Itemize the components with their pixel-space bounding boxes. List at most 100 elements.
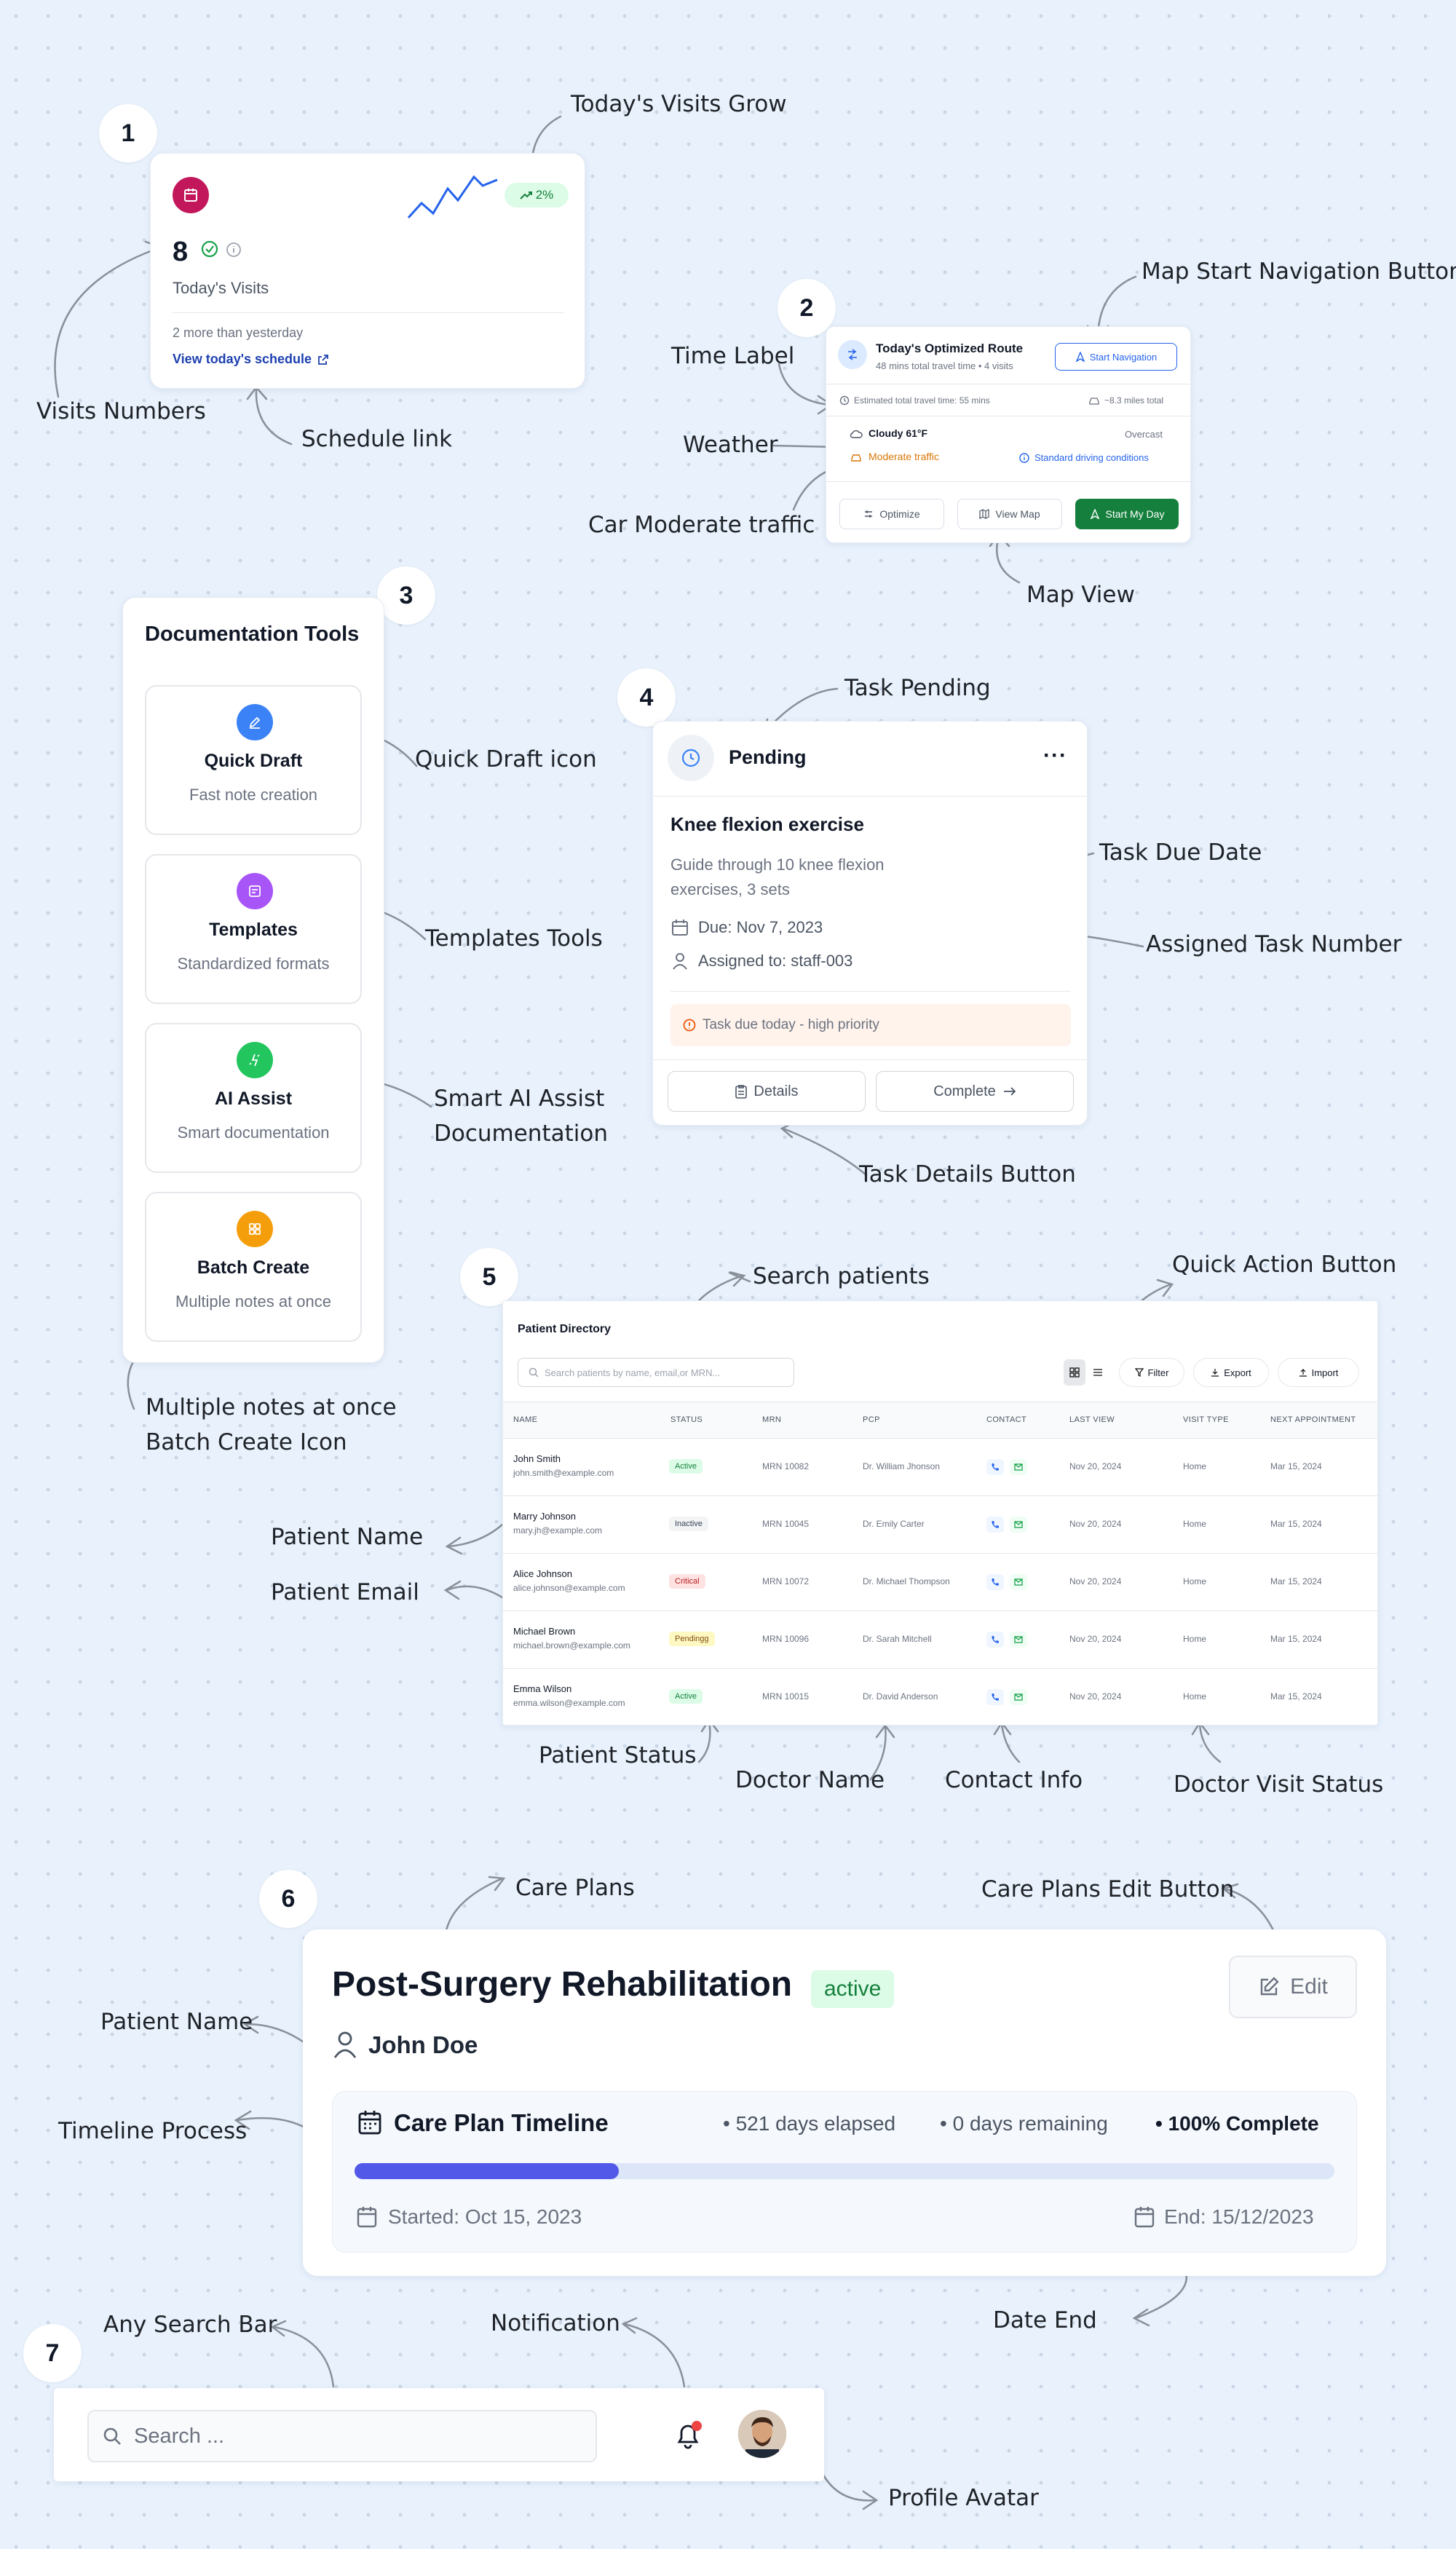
quick-draft-tool[interactable]: Quick Draft Fast note creation xyxy=(145,685,362,835)
care-plan-edit-button[interactable]: Edit xyxy=(1229,1956,1357,2018)
visit-type: Home xyxy=(1183,1461,1207,1471)
template-icon xyxy=(237,873,273,909)
phone-icon[interactable] xyxy=(986,1574,1004,1590)
phone-icon[interactable] xyxy=(986,1689,1004,1705)
progress-track xyxy=(355,2163,1334,2179)
start-date: Started: Oct 15, 2023 xyxy=(388,2205,582,2228)
start-my-day-button[interactable]: Start My Day xyxy=(1075,499,1179,529)
annotation-label: Doctor Visit Status xyxy=(1174,1771,1384,1798)
download-icon xyxy=(1211,1369,1219,1377)
alert-circle-icon xyxy=(683,1019,696,1032)
annotation-label: Patient Name xyxy=(100,2009,253,2035)
patient-directory-card: Patient Directory Search patients by nam… xyxy=(502,1300,1379,1726)
mail-icon[interactable] xyxy=(1010,1517,1027,1533)
table-header: NAME STATUS MRN PCP CONTACT LAST VIEW VI… xyxy=(503,1402,1377,1438)
phone-icon[interactable] xyxy=(986,1517,1004,1533)
import-button[interactable]: Import xyxy=(1278,1358,1359,1387)
annotation-label: Profile Avatar xyxy=(888,2485,1039,2511)
mail-icon[interactable] xyxy=(1010,1689,1027,1705)
more-options-icon[interactable]: ··· xyxy=(1043,743,1067,767)
batch-create-tool[interactable]: Batch Create Multiple notes at once xyxy=(145,1192,362,1342)
info-icon[interactable] xyxy=(225,241,242,258)
patient-name[interactable]: John Smith xyxy=(513,1453,561,1464)
weather-label: Cloudy 61°F xyxy=(869,427,928,439)
patient-pcp: Dr. Sarah Mitchell xyxy=(863,1634,932,1644)
mail-icon[interactable] xyxy=(1010,1459,1027,1475)
patient-name[interactable]: Marry Johnson xyxy=(513,1511,576,1522)
route-card: Today's Optimized Route 48 mins total tr… xyxy=(826,326,1191,543)
complete-button[interactable]: Complete xyxy=(876,1071,1074,1112)
annotation-label: Patient Name xyxy=(271,1524,424,1550)
patient-email: john.smith@example.com xyxy=(513,1468,614,1478)
patient-name[interactable]: Alice Johnson xyxy=(513,1568,572,1579)
calendar-icon xyxy=(672,920,688,936)
search-input[interactable]: Search ... xyxy=(87,2410,597,2462)
visits-label: Today's Visits xyxy=(173,279,269,297)
annotation-label: Task Pending xyxy=(844,675,991,701)
notification-bell-icon[interactable] xyxy=(670,2417,706,2454)
calendar-icon xyxy=(357,2207,377,2228)
annotation-label: Map View xyxy=(1026,582,1135,608)
start-navigation-button[interactable]: Start Navigation xyxy=(1055,343,1177,371)
profile-avatar[interactable] xyxy=(738,2410,786,2458)
external-link-icon xyxy=(318,354,328,365)
annotation-label: Search patients xyxy=(753,1263,930,1289)
divider xyxy=(670,991,1071,992)
navigation-icon xyxy=(1075,352,1085,362)
clock-icon xyxy=(839,395,850,406)
view-schedule-link[interactable]: View today's schedule xyxy=(173,352,329,367)
section-number-5: 5 xyxy=(460,1248,518,1306)
patient-name[interactable]: Emma Wilson xyxy=(513,1683,572,1694)
care-plan-patient: John Doe xyxy=(368,2031,478,2058)
patient-pcp: Dr. William Jhonson xyxy=(863,1461,941,1471)
annotation-label: Map Start Navigation Button xyxy=(1142,258,1456,285)
tool-title: Quick Draft xyxy=(204,751,303,771)
section-number-4: 4 xyxy=(617,668,676,727)
filter-button[interactable]: Filter xyxy=(1119,1358,1184,1387)
patient-search-placeholder: Search patients by name, email,or MRN... xyxy=(545,1367,721,1378)
annotation-label: Documentation xyxy=(434,1121,608,1147)
ai-assist-tool[interactable]: AI Assist Smart documentation xyxy=(145,1023,362,1173)
phone-icon[interactable] xyxy=(986,1459,1004,1475)
details-label: Details xyxy=(753,1083,799,1099)
phone-icon[interactable] xyxy=(986,1632,1004,1648)
export-button[interactable]: Export xyxy=(1193,1358,1269,1387)
doc-tools-title: Documentation Tools xyxy=(145,623,360,646)
templates-tool[interactable]: Templates Standardized formats xyxy=(145,854,362,1004)
complete-label: Complete xyxy=(933,1083,996,1099)
list-view-icon[interactable] xyxy=(1088,1359,1107,1386)
patient-search-input[interactable]: Search patients by name, email,or MRN... xyxy=(518,1358,794,1387)
edit-icon xyxy=(1260,1977,1279,1996)
tool-subtitle: Smart documentation xyxy=(177,1123,330,1142)
section-number-2: 2 xyxy=(778,279,836,337)
care-plan-title: Post-Surgery Rehabilitation xyxy=(332,1965,793,2004)
section-number-3: 3 xyxy=(377,566,435,625)
care-plan-timeline: Care Plan Timeline • 521 days elapsed • … xyxy=(332,2091,1357,2253)
optimize-button[interactable]: Optimize xyxy=(839,499,944,529)
details-button[interactable]: Details xyxy=(668,1071,866,1112)
annotation-label: Patient Email xyxy=(271,1579,419,1605)
arrow-right-icon xyxy=(1003,1087,1016,1096)
patient-status-badge: Active xyxy=(669,1459,703,1474)
patient-status-badge: Critical xyxy=(669,1574,705,1589)
view-map-button[interactable]: View Map xyxy=(957,499,1062,529)
patient-mrn: MRN 10072 xyxy=(762,1576,810,1586)
calendar-icon xyxy=(1134,2207,1155,2228)
mail-icon[interactable] xyxy=(1010,1574,1027,1590)
patient-pcp: Dr. Emily Carter xyxy=(863,1519,925,1529)
annotation-label: Templates Tools xyxy=(425,925,603,952)
mail-icon[interactable] xyxy=(1010,1632,1027,1648)
task-desc-line1: Guide through 10 knee flexion xyxy=(670,855,885,874)
calendar-icon xyxy=(358,2111,381,2135)
map-icon xyxy=(979,509,989,519)
patient-name[interactable]: Michael Brown xyxy=(513,1626,576,1637)
distance-total: ~8.3 miles total xyxy=(1104,395,1164,406)
grid-view-icon[interactable] xyxy=(1064,1359,1085,1386)
task-title: Knee flexion exercise xyxy=(670,813,864,835)
task-due-date: Due: Nov 7, 2023 xyxy=(698,918,823,936)
